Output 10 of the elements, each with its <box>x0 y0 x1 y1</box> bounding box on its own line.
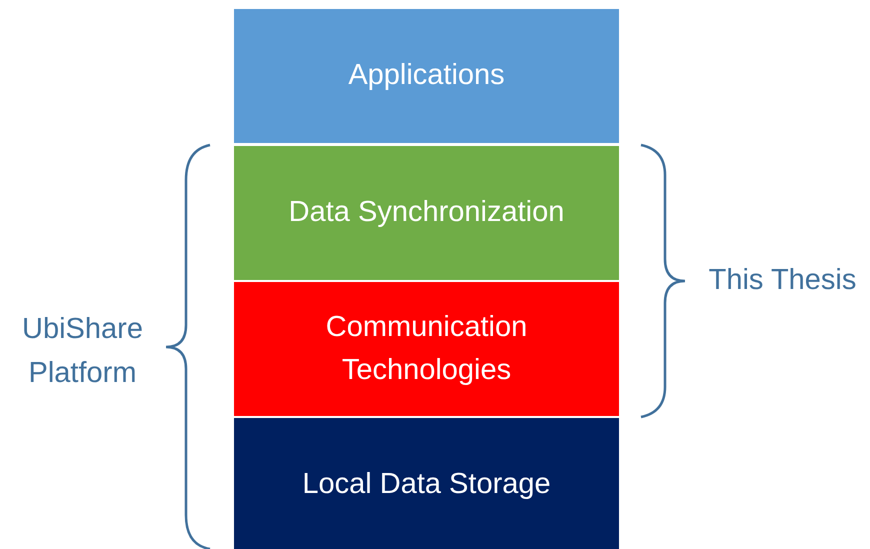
brace-label: This Thesis <box>708 263 858 298</box>
layer-label: Applications <box>348 58 505 94</box>
layer-box <box>233 417 620 549</box>
brace-label: UbiShare Platform <box>21 312 144 390</box>
layer-box <box>233 145 620 281</box>
layer-box <box>233 281 620 417</box>
layer-box <box>233 8 620 144</box>
layer-label: Data Synchronization <box>288 195 564 230</box>
layer-label: Communication Technologies <box>324 310 528 388</box>
layer-label: Local Data Storage <box>302 467 551 502</box>
